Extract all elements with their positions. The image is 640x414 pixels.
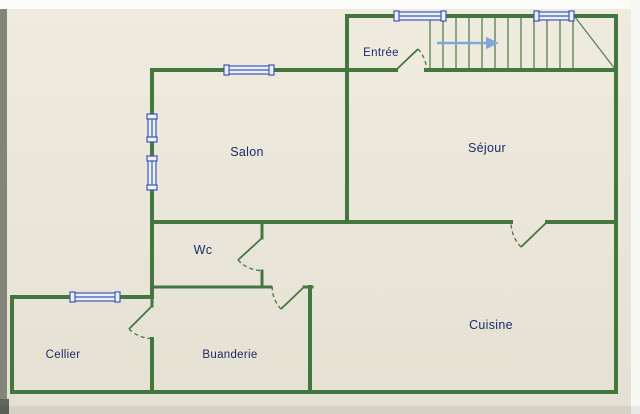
scan-edge-right (631, 0, 640, 414)
window-salon-left-upper (146, 113, 158, 143)
door-cellier (128, 305, 153, 340)
window-stairs-top (533, 10, 575, 22)
room-label-salon: Salon (230, 145, 263, 159)
scan-shadow-bottom (0, 406, 640, 414)
room-label-wc: Wc (194, 243, 213, 257)
window-cellier-top (69, 291, 121, 303)
room-labels: Entrée Salon Séjour Wc Cellier Buanderie… (46, 47, 513, 361)
window-salon-top (223, 64, 275, 76)
stair-diagonal (574, 16, 616, 70)
staircase (429, 16, 616, 70)
room-label-sejour: Séjour (468, 141, 506, 155)
scan-shadow-left (0, 9, 7, 405)
room-label-cellier: Cellier (46, 349, 81, 361)
stair-direction-arrow-icon (437, 36, 499, 50)
windows (69, 10, 575, 303)
window-salon-left-lower (146, 155, 158, 191)
room-label-entree: Entrée (363, 47, 399, 59)
doors (128, 48, 548, 340)
walls (10, 14, 618, 394)
room-label-buanderie: Buanderie (202, 349, 257, 361)
scan-edge-top (0, 0, 640, 9)
window-entree-top (393, 10, 447, 22)
room-label-cuisine: Cuisine (469, 318, 513, 332)
door-wc (237, 237, 263, 272)
door-entree (395, 48, 428, 71)
door-buanderie (271, 286, 305, 310)
scan-shadow-corner (0, 399, 9, 414)
door-sejour-cuisine (510, 221, 548, 248)
